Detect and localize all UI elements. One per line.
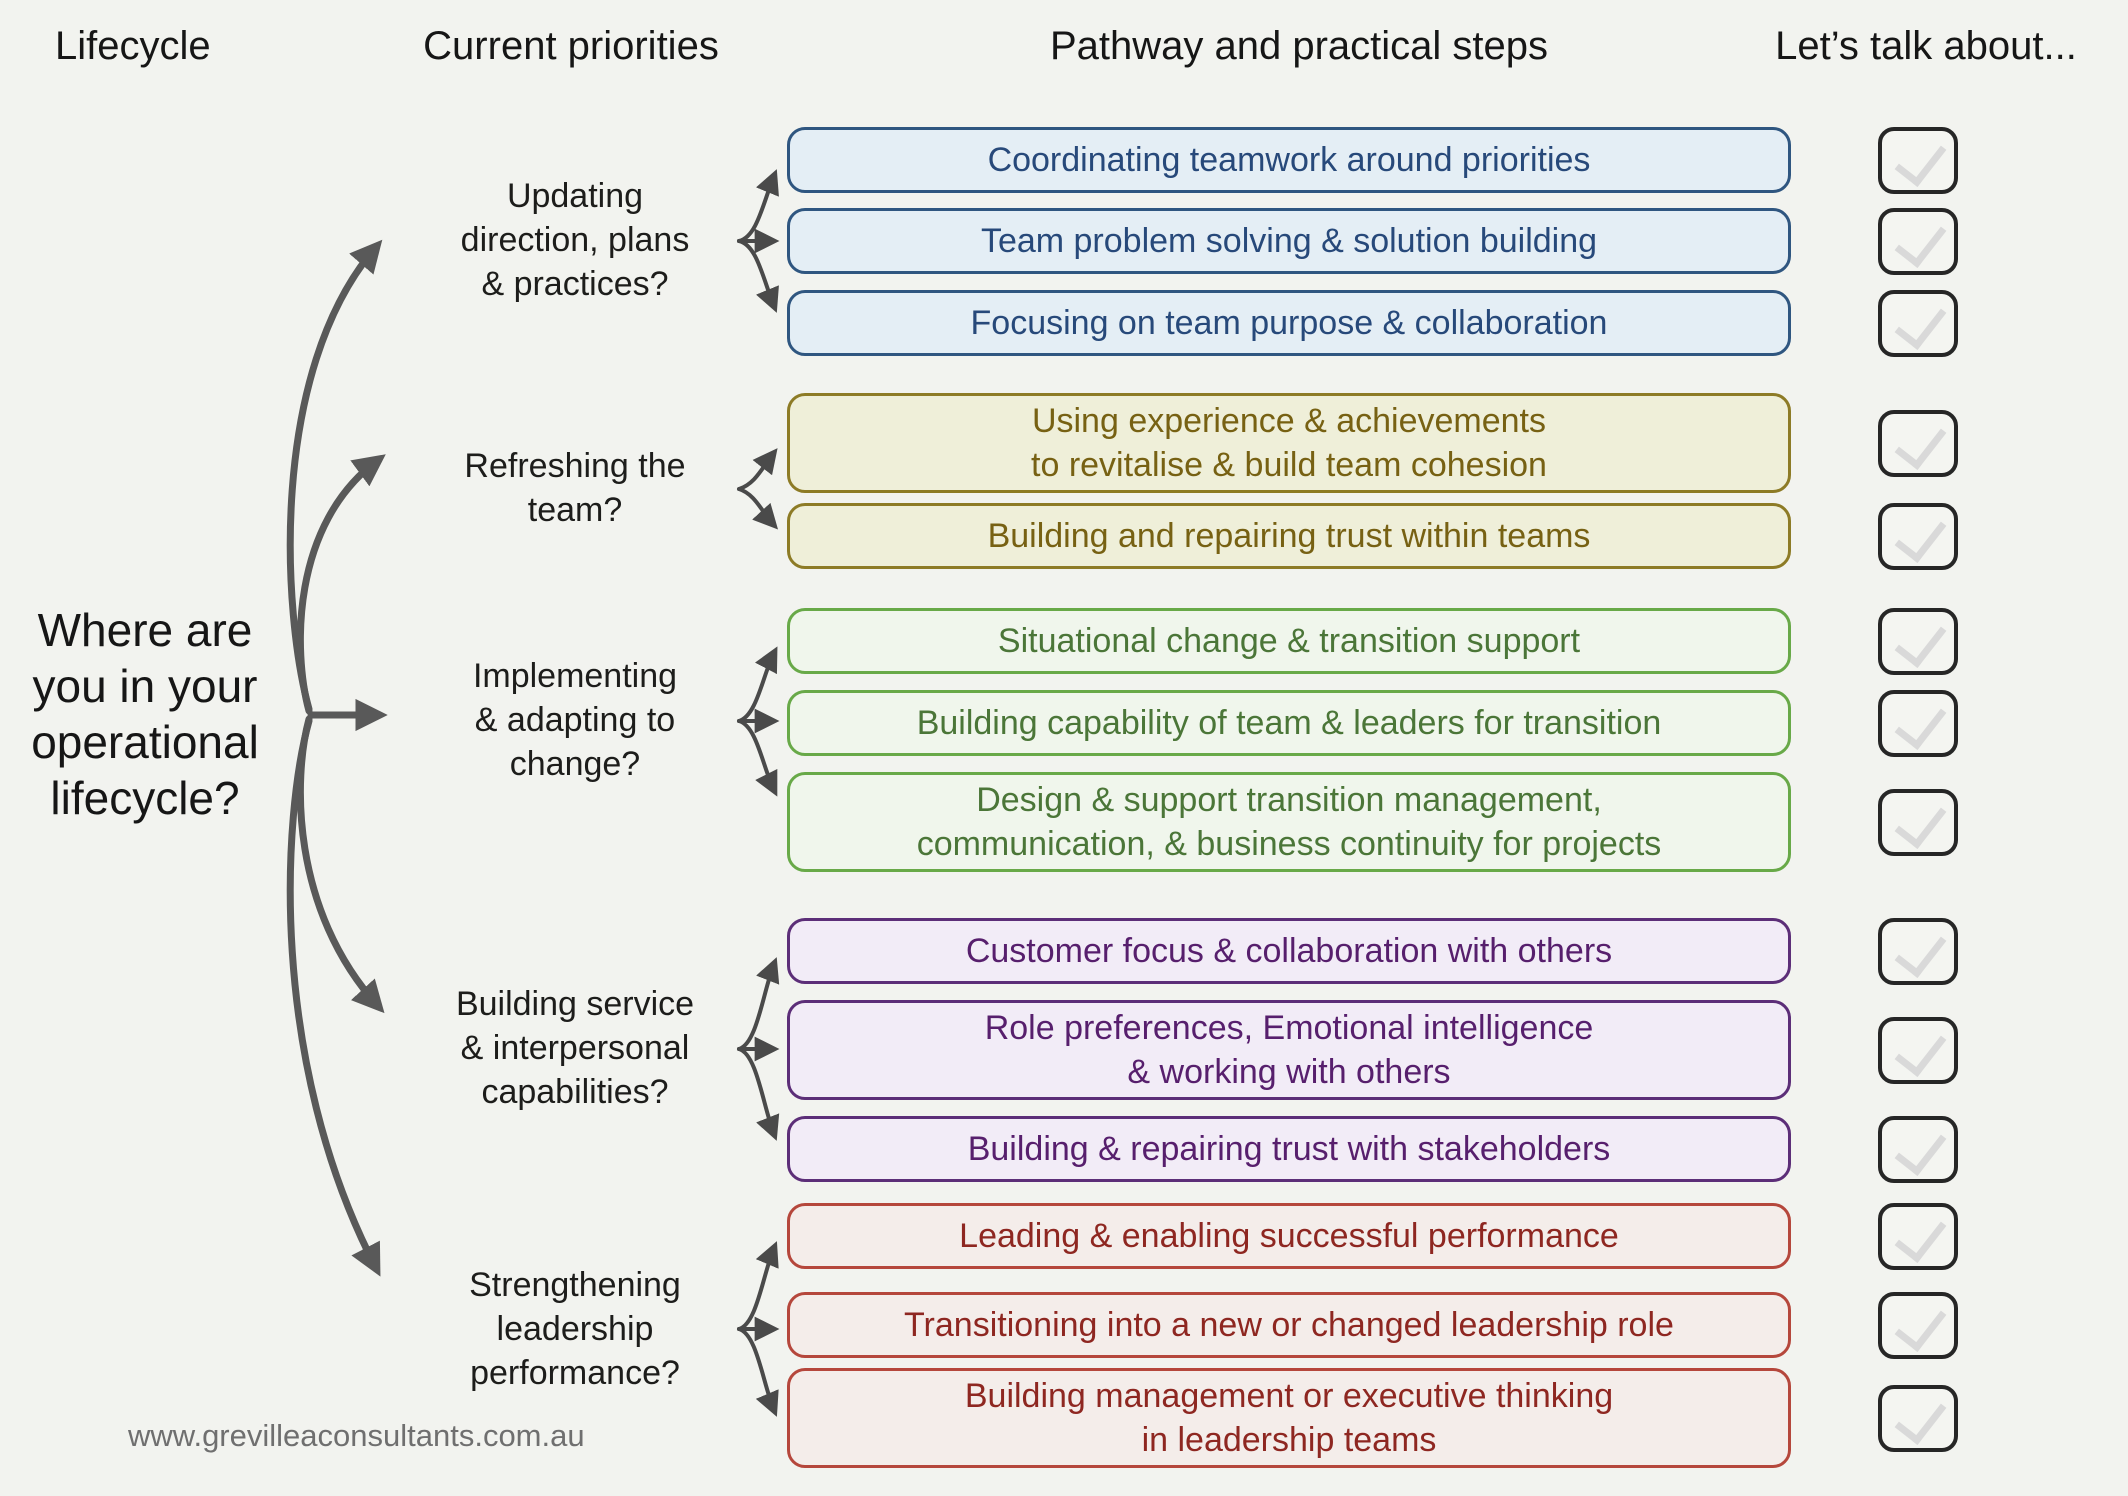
step-label: Situational change & transition support xyxy=(997,622,1581,660)
step-label: Building and repairing trust within team… xyxy=(987,517,1591,555)
hub-arrow-strengthening xyxy=(286,717,381,1277)
step-label: Using experience & achievements to revit… xyxy=(1031,402,1547,484)
check-icon xyxy=(1894,415,1947,470)
check-icon xyxy=(1894,923,1947,978)
column-header-current-priorities: Current priorities xyxy=(423,24,719,68)
step-box: Transitioning into a new or changed lead… xyxy=(787,1292,1791,1358)
check-icon xyxy=(1894,1121,1947,1176)
step-label: Transitioning into a new or changed lead… xyxy=(904,1306,1674,1344)
step-box: Using experience & achievements to revit… xyxy=(787,393,1791,493)
step-label: Design & support transition management, … xyxy=(916,781,1662,863)
step-box: Coordinating teamwork around priorities xyxy=(787,127,1791,193)
step-box: Building management or executive thinkin… xyxy=(787,1368,1791,1468)
step-box: Building and repairing trust within team… xyxy=(787,503,1791,569)
step-label: Coordinating teamwork around priorities xyxy=(987,141,1591,179)
checkbox[interactable] xyxy=(1878,1292,1958,1359)
priority-building-service: Building service & interpersonal capabil… xyxy=(455,985,695,1111)
checkbox[interactable] xyxy=(1878,503,1958,570)
step-box: Customer focus & collaboration with othe… xyxy=(787,918,1791,984)
fork-g3-bot xyxy=(737,719,778,797)
checkbox[interactable] xyxy=(1878,208,1958,275)
checkbox[interactable] xyxy=(1878,1116,1958,1183)
fork-g1-bot xyxy=(737,239,779,313)
hub-arrow-refreshing xyxy=(296,454,386,715)
checkbox[interactable] xyxy=(1878,789,1958,856)
fork-g4-bot xyxy=(737,1047,780,1141)
fork-g5-top xyxy=(737,1241,779,1331)
priority-refreshing: Refreshing the team? xyxy=(464,447,686,529)
step-box: Focusing on team purpose & collaboration xyxy=(787,290,1791,356)
website-url: www.grevilleaconsultants.com.au xyxy=(128,1418,585,1453)
priority-implementing: Implementing & adapting to change? xyxy=(472,657,678,783)
check-icon xyxy=(1894,295,1947,350)
lifecycle-question: Where are you in your operational lifecy… xyxy=(31,604,259,824)
fork-g2-bot xyxy=(737,487,779,530)
checkbox[interactable] xyxy=(1878,127,1958,194)
step-label: Building management or executive thinkin… xyxy=(964,1377,1614,1459)
column-header-pathway: Pathway and practical steps xyxy=(1049,24,1549,68)
step-box: Leading & enabling successful performanc… xyxy=(787,1203,1791,1269)
priority-updating: Updating direction, plans & practices? xyxy=(460,177,690,303)
step-label: Building & repairing trust with stakehol… xyxy=(967,1130,1611,1168)
checkbox[interactable] xyxy=(1878,1017,1958,1084)
step-label: Role preferences, Emotional intelligence… xyxy=(984,1009,1594,1091)
check-icon xyxy=(1894,1208,1947,1263)
step-box: Situational change & transition support xyxy=(787,608,1791,674)
fork-g2-top xyxy=(737,448,778,491)
check-icon xyxy=(1894,1297,1947,1352)
check-icon xyxy=(1894,213,1947,268)
hub-arrow-building-service xyxy=(296,715,385,1014)
step-box: Team problem solving & solution building xyxy=(787,208,1791,274)
checkbox[interactable] xyxy=(1878,608,1958,675)
step-box: Building & repairing trust with stakehol… xyxy=(787,1116,1791,1182)
step-label: Team problem solving & solution building xyxy=(980,222,1598,260)
check-icon xyxy=(1894,794,1947,849)
check-icon xyxy=(1894,1022,1947,1077)
priority-strengthening: Strengthening leadership performance? xyxy=(469,1266,681,1392)
check-icon xyxy=(1894,1390,1947,1445)
fork-g5-bot xyxy=(737,1327,779,1417)
check-icon xyxy=(1894,508,1947,563)
step-label: Building capability of team & leaders fo… xyxy=(916,704,1662,742)
column-header-lifecycle: Lifecycle xyxy=(55,24,211,68)
fork-g1-top xyxy=(737,169,779,243)
checkbox[interactable] xyxy=(1878,690,1958,757)
step-label: Focusing on team purpose & collaboration xyxy=(970,304,1608,342)
step-box: Design & support transition management, … xyxy=(787,772,1791,872)
step-label: Customer focus & collaboration with othe… xyxy=(965,932,1613,970)
check-icon xyxy=(1894,132,1947,187)
step-label: Leading & enabling successful performanc… xyxy=(959,1217,1619,1255)
checkbox[interactable] xyxy=(1878,1203,1958,1270)
checkbox[interactable] xyxy=(1878,290,1958,357)
fork-g4-top xyxy=(737,957,780,1051)
column-header-lets-talk: Let’s talk about... xyxy=(1775,24,2077,68)
check-icon xyxy=(1894,695,1947,750)
fork-g3-top xyxy=(737,646,778,723)
hub-arrow-updating xyxy=(286,239,383,713)
step-box: Role preferences, Emotional intelligence… xyxy=(787,1000,1791,1100)
checkbox[interactable] xyxy=(1878,410,1958,477)
check-icon xyxy=(1894,613,1947,668)
checkbox[interactable] xyxy=(1878,918,1958,985)
step-box: Building capability of team & leaders fo… xyxy=(787,690,1791,756)
checkbox[interactable] xyxy=(1878,1385,1958,1452)
